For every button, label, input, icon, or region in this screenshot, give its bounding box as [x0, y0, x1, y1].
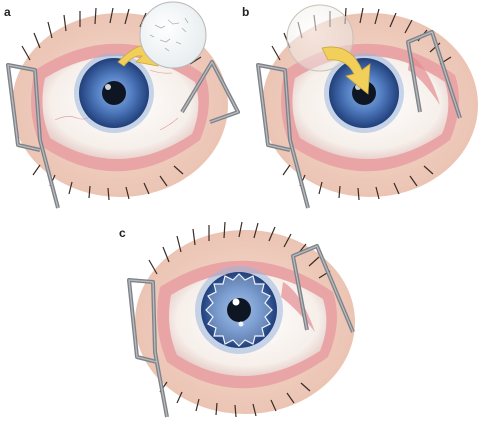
speculum-highlight [128, 245, 354, 418]
graft-fibers [149, 17, 189, 52]
conjunctival-defect [408, 55, 440, 105]
reflection-secondary [238, 321, 244, 327]
arrow-to-cornea [321, 46, 371, 95]
graft-circle [139, 1, 207, 69]
panel-b: b [242, 0, 490, 215]
reflection [232, 298, 240, 306]
eye-illustration-c [127, 221, 355, 418]
pupil [102, 81, 126, 105]
eyelashes [148, 221, 331, 418]
eye-illustration-b [256, 4, 478, 209]
panel-label-b: b [242, 5, 250, 19]
panel-c: c [119, 212, 375, 427]
panel-label-c: c [119, 226, 126, 240]
eye-illustration-a [6, 1, 240, 209]
panel-a: a [0, 0, 240, 215]
speculum-highlight [7, 61, 239, 209]
speculum-highlight [257, 31, 461, 209]
reflection [105, 84, 111, 90]
pupil [227, 298, 251, 322]
panel-label-a: a [4, 5, 11, 19]
